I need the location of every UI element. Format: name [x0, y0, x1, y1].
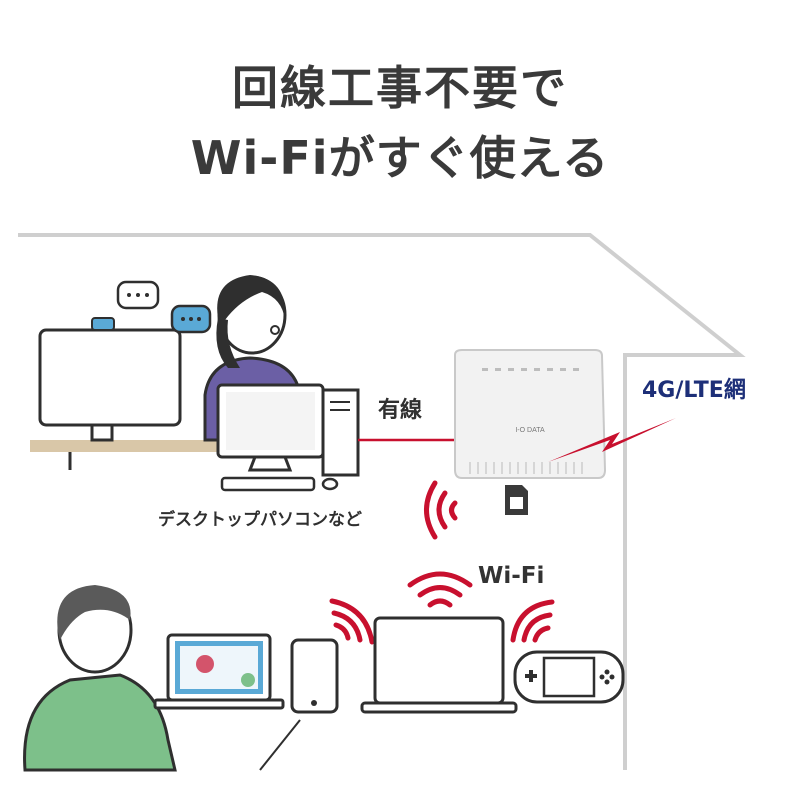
desktop-label: デスクトップパソコンなど — [158, 510, 362, 530]
desktop-pc — [216, 383, 360, 492]
console-wifi-icon — [510, 599, 555, 643]
router-device: I-O DATA — [454, 349, 607, 479]
network-label: 4G/LTE網 — [642, 378, 746, 403]
lte-lightning-icon — [548, 418, 676, 462]
smartphone-wifi-icon — [329, 598, 375, 645]
man-user — [23, 585, 177, 772]
sim-card-icon — [505, 485, 528, 515]
headline-line-2: Wi-Fiがすぐ使える — [190, 131, 610, 185]
house-outline — [18, 233, 746, 770]
wifi-label: Wi-Fi — [478, 563, 545, 589]
laptop-large — [360, 616, 518, 714]
router-brand: I-O DATA — [515, 427, 545, 434]
webcam — [91, 317, 115, 331]
wired-label: 有線 — [378, 398, 423, 423]
desk-top — [30, 440, 220, 452]
laptop-small — [153, 633, 285, 710]
laptop-wifi-icon — [407, 571, 473, 608]
speech-bubble-right — [170, 304, 212, 334]
headline-line-1: 回線工事不要で — [232, 61, 568, 115]
smartphone — [259, 638, 339, 771]
wifi-signal-icon — [424, 480, 458, 540]
desk-monitor — [38, 328, 182, 427]
game-console — [513, 650, 625, 704]
speech-bubble-left — [116, 280, 160, 310]
